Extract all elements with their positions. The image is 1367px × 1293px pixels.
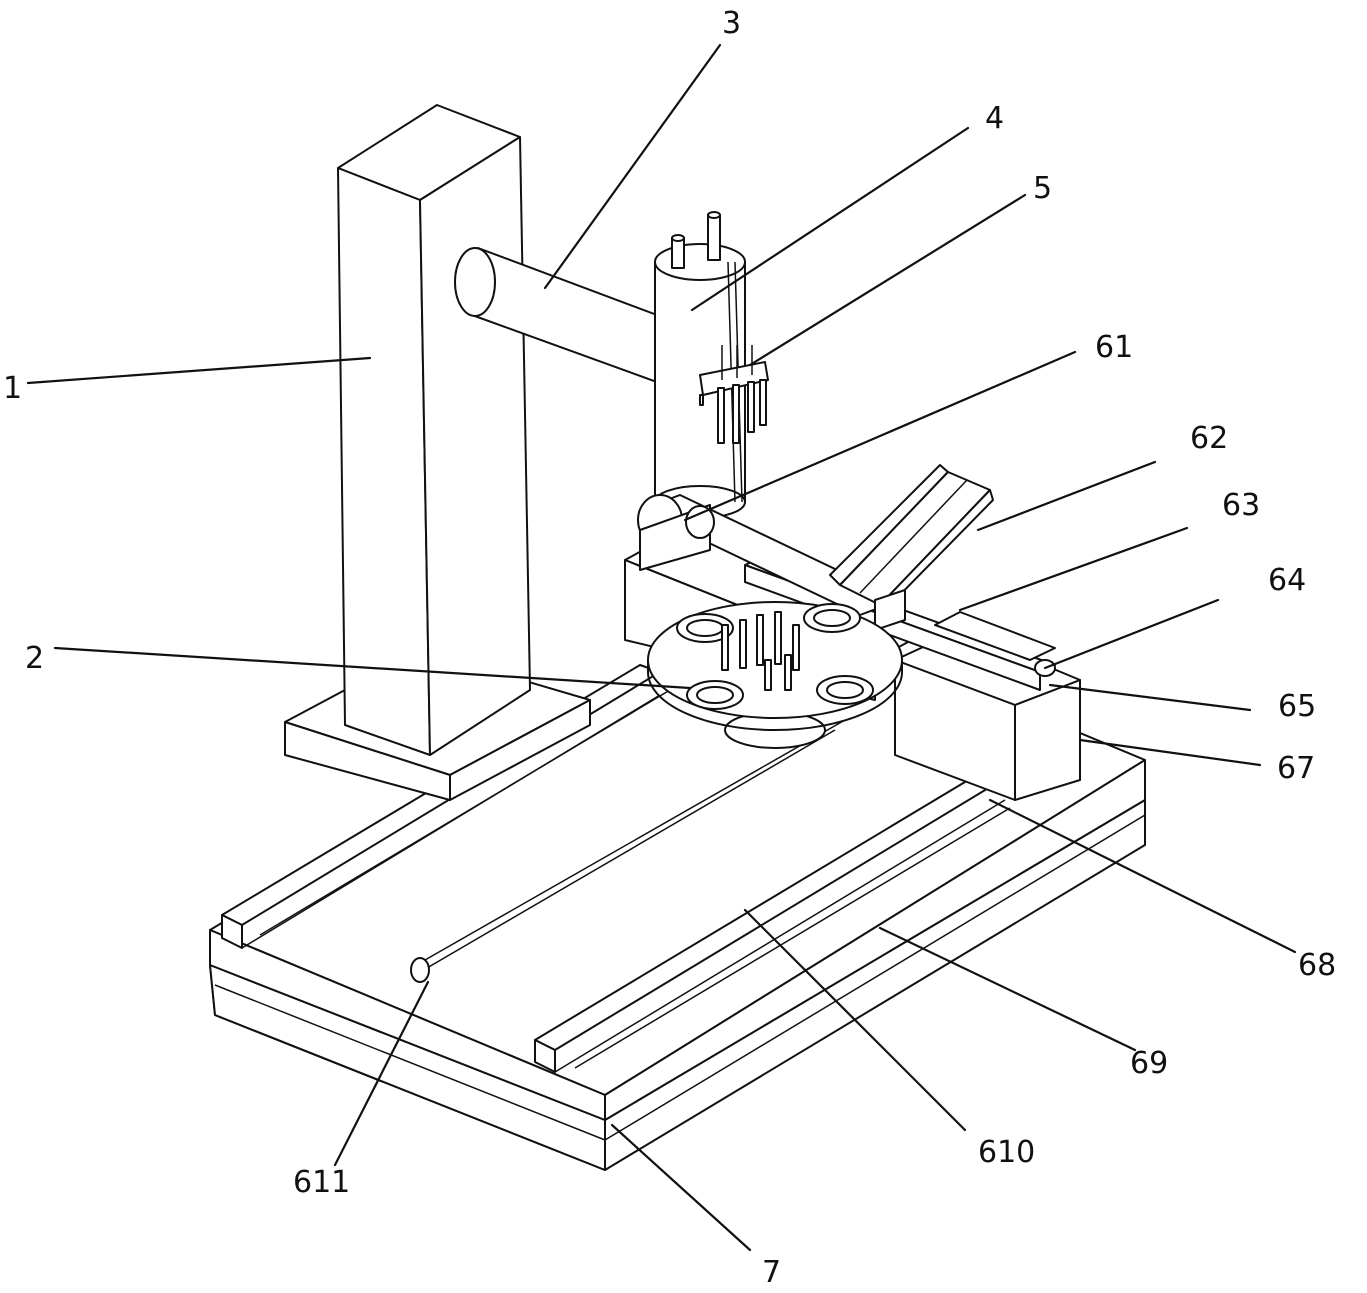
leader-5 bbox=[748, 193, 1027, 367]
label-4: 4 bbox=[985, 101, 1004, 136]
cup bbox=[803, 603, 861, 633]
label-64: 64 bbox=[1268, 563, 1306, 598]
head bbox=[654, 211, 769, 519]
label-61: 61 bbox=[1095, 330, 1133, 365]
label-610: 610 bbox=[978, 1135, 1035, 1170]
reference-labels: 1 2 3 4 5 61 62 63 64 65 67 68 69 610 61… bbox=[3, 6, 1336, 1290]
leader-61 bbox=[683, 350, 1077, 522]
label-3: 3 bbox=[722, 6, 741, 41]
column bbox=[284, 104, 591, 801]
label-1: 1 bbox=[3, 371, 22, 406]
label-2: 2 bbox=[25, 641, 44, 676]
leader-3 bbox=[543, 43, 722, 290]
label-67: 67 bbox=[1277, 751, 1315, 786]
label-65: 65 bbox=[1278, 689, 1316, 724]
label-611: 611 bbox=[293, 1165, 350, 1200]
label-7: 7 bbox=[762, 1255, 781, 1290]
cup bbox=[686, 680, 744, 710]
carriage bbox=[624, 464, 1081, 801]
cup bbox=[676, 613, 734, 643]
leader-2 bbox=[53, 646, 692, 690]
label-68: 68 bbox=[1298, 948, 1336, 983]
leader-62 bbox=[976, 460, 1157, 532]
leader-69 bbox=[878, 926, 1137, 1052]
leader-1 bbox=[26, 356, 372, 385]
leader-7 bbox=[610, 1123, 752, 1252]
label-62: 62 bbox=[1190, 421, 1228, 456]
rotary-table bbox=[647, 601, 903, 749]
label-5: 5 bbox=[1033, 171, 1052, 206]
cup bbox=[816, 675, 874, 705]
leader-611 bbox=[333, 980, 430, 1167]
leader-4 bbox=[690, 126, 970, 312]
label-69: 69 bbox=[1130, 1046, 1168, 1081]
leader-610 bbox=[743, 908, 967, 1132]
leader-64 bbox=[1043, 598, 1220, 670]
arm bbox=[454, 247, 666, 386]
leader-67 bbox=[1078, 738, 1262, 767]
leader-63 bbox=[958, 526, 1189, 612]
label-63: 63 bbox=[1222, 488, 1260, 523]
leader-65 bbox=[1048, 683, 1252, 712]
leader-lines bbox=[26, 43, 1297, 1252]
leader-68 bbox=[988, 798, 1297, 954]
